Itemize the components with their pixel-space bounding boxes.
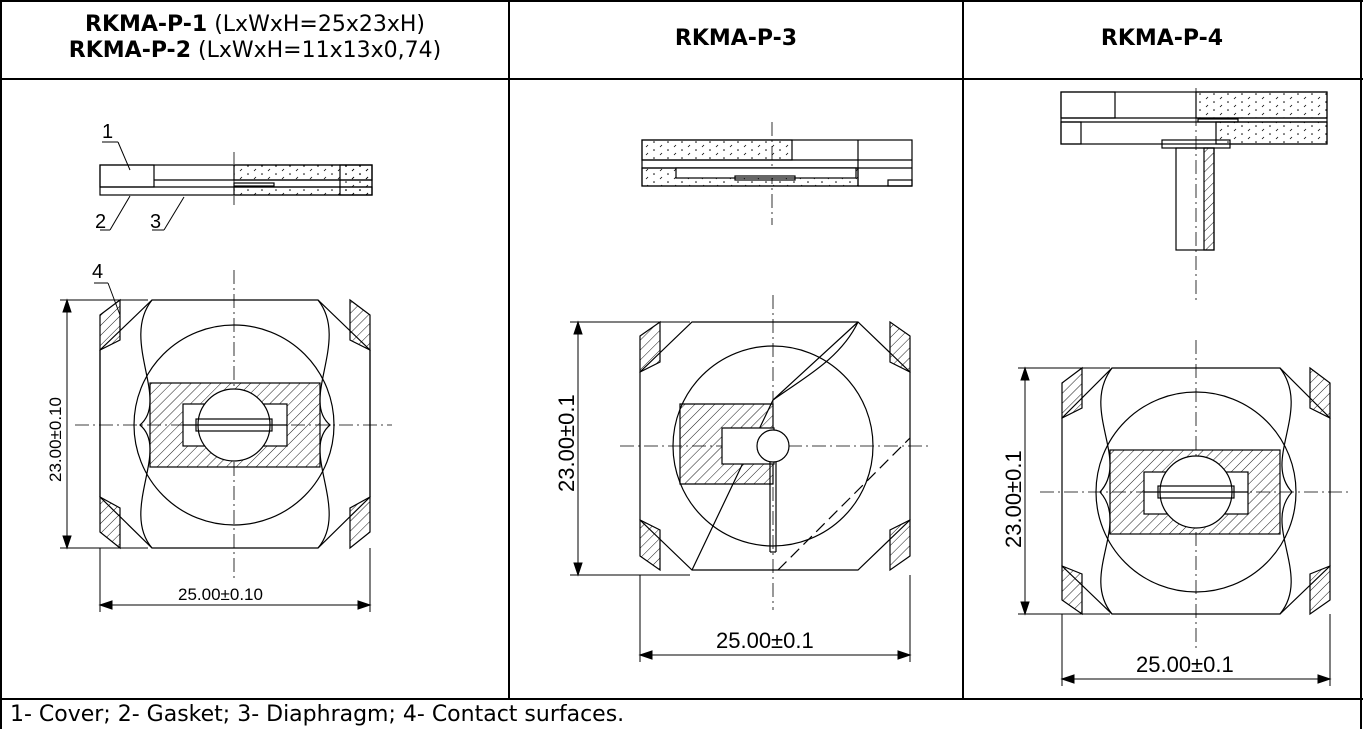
p1-width-dimension: 25.00±0.10 [178,585,263,604]
p3-height-dimension: 23.00±0.1 [554,394,579,492]
p4-height-dimension: 23.00±0.1 [1001,450,1026,548]
callout-3: 3 [150,211,161,233]
p1-top-view [75,270,392,580]
p1-side-view [99,152,373,205]
p4-dimension-lines [1018,366,1332,686]
model-p2-name: RKMA-P-2 [68,38,191,63]
model-p1-name: RKMA-P-1 [85,12,208,37]
p4-top-view [1040,340,1350,650]
model-p3-name: RKMA-P-3 [674,26,798,51]
column-divider-2 [962,0,964,699]
p3-dimension-lines [570,320,912,662]
legend-caption: 1- Cover; 2- Gasket; 3- Diaphragm; 4- Co… [10,702,625,727]
header-col2: RKMA-P-3 [510,26,962,52]
callout-2: 2 [95,211,106,233]
column-divider-1 [508,0,510,699]
model-p4-name: RKMA-P-4 [1100,26,1224,51]
header-col1: RKMA-P-1 (LxWxH=25x23xH) RKMA-P-2 (LxWxH… [2,12,508,64]
callout-1: 1 [102,121,113,143]
p3-top-view [620,295,930,610]
p1-dimension-lines [60,298,372,612]
header-col3: RKMA-P-4 [964,26,1360,52]
p1-height-dimension: 23.00±0.10 [46,397,65,482]
header-divider [0,78,1363,80]
model-p1-size: (LxWxH=25x23xH) [207,12,425,37]
table-left-border [0,0,2,729]
p1-callouts [94,141,185,316]
table-right-border [1360,0,1362,729]
p4-side-view [1060,88,1328,300]
model-p2-size: (LxWxH=11x13x0,74) [191,38,442,63]
callout-4: 4 [92,261,103,283]
caption-divider [0,698,1363,700]
p3-side-view [641,122,913,225]
table-top-border [0,0,1363,2]
p4-width-dimension: 25.00±0.1 [1136,652,1234,677]
p3-width-dimension: 25.00±0.1 [716,628,814,653]
